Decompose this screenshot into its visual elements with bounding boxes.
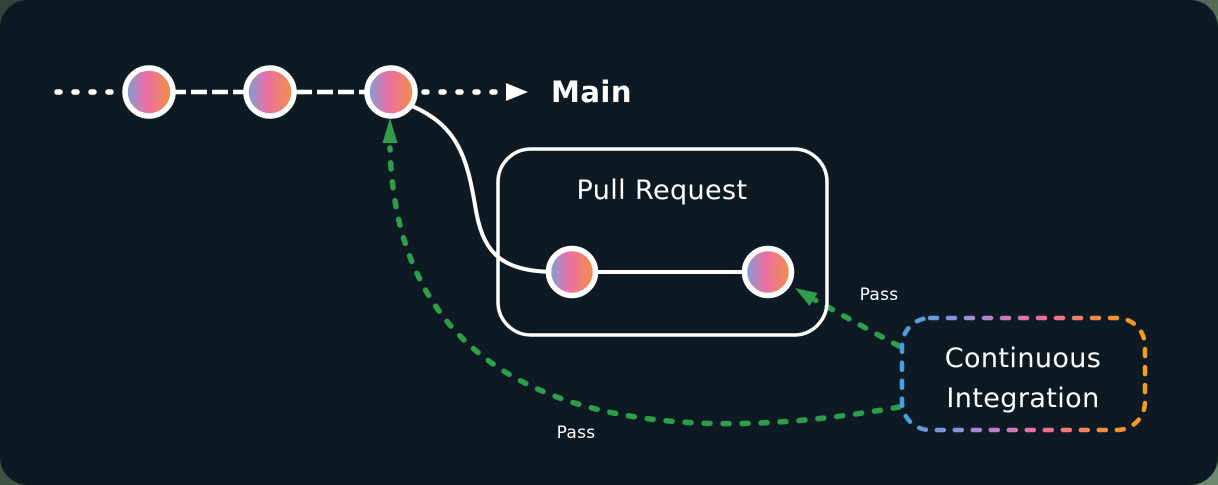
pull-request-title: Pull Request bbox=[577, 175, 748, 206]
commit-node-icon bbox=[243, 65, 297, 119]
feature-branch-edge bbox=[410, 104, 770, 274]
pull-request-commit-1 bbox=[545, 245, 599, 299]
commit-node-icon bbox=[364, 65, 418, 119]
commit-node-icon bbox=[741, 245, 795, 299]
continuous-integration-title-line1: Continuous bbox=[945, 343, 1102, 374]
pull-request-box: Pull Request bbox=[496, 147, 829, 337]
main-commit-1 bbox=[122, 65, 176, 119]
ci-to-main-edge bbox=[387, 145, 902, 427]
pass-label-upper: Pass bbox=[860, 285, 899, 305]
ci-feedback-edges: Pass Pass bbox=[382, 118, 902, 443]
pull-request-commit-2 bbox=[741, 245, 795, 299]
pass-label-lower: Pass bbox=[557, 423, 596, 443]
commit-node-icon bbox=[545, 245, 599, 299]
ci-to-pr-edge bbox=[812, 297, 902, 349]
pull-request-border bbox=[496, 147, 829, 337]
main-branch-arrowhead-icon bbox=[506, 83, 528, 101]
continuous-integration-box: Continuous Integration bbox=[899, 315, 1148, 433]
continuous-integration-title-line2: Integration bbox=[946, 383, 1099, 414]
ci-to-pr-arrowhead-icon bbox=[795, 288, 818, 306]
ci-to-main-arrowhead-icon bbox=[382, 118, 398, 143]
commit-node-icon bbox=[122, 65, 176, 119]
main-branch-label: Main bbox=[551, 75, 632, 109]
main-branch: Main bbox=[54, 65, 632, 119]
continuous-integration-border bbox=[899, 315, 1148, 433]
main-commit-3 bbox=[364, 65, 418, 119]
main-commit-2 bbox=[243, 65, 297, 119]
